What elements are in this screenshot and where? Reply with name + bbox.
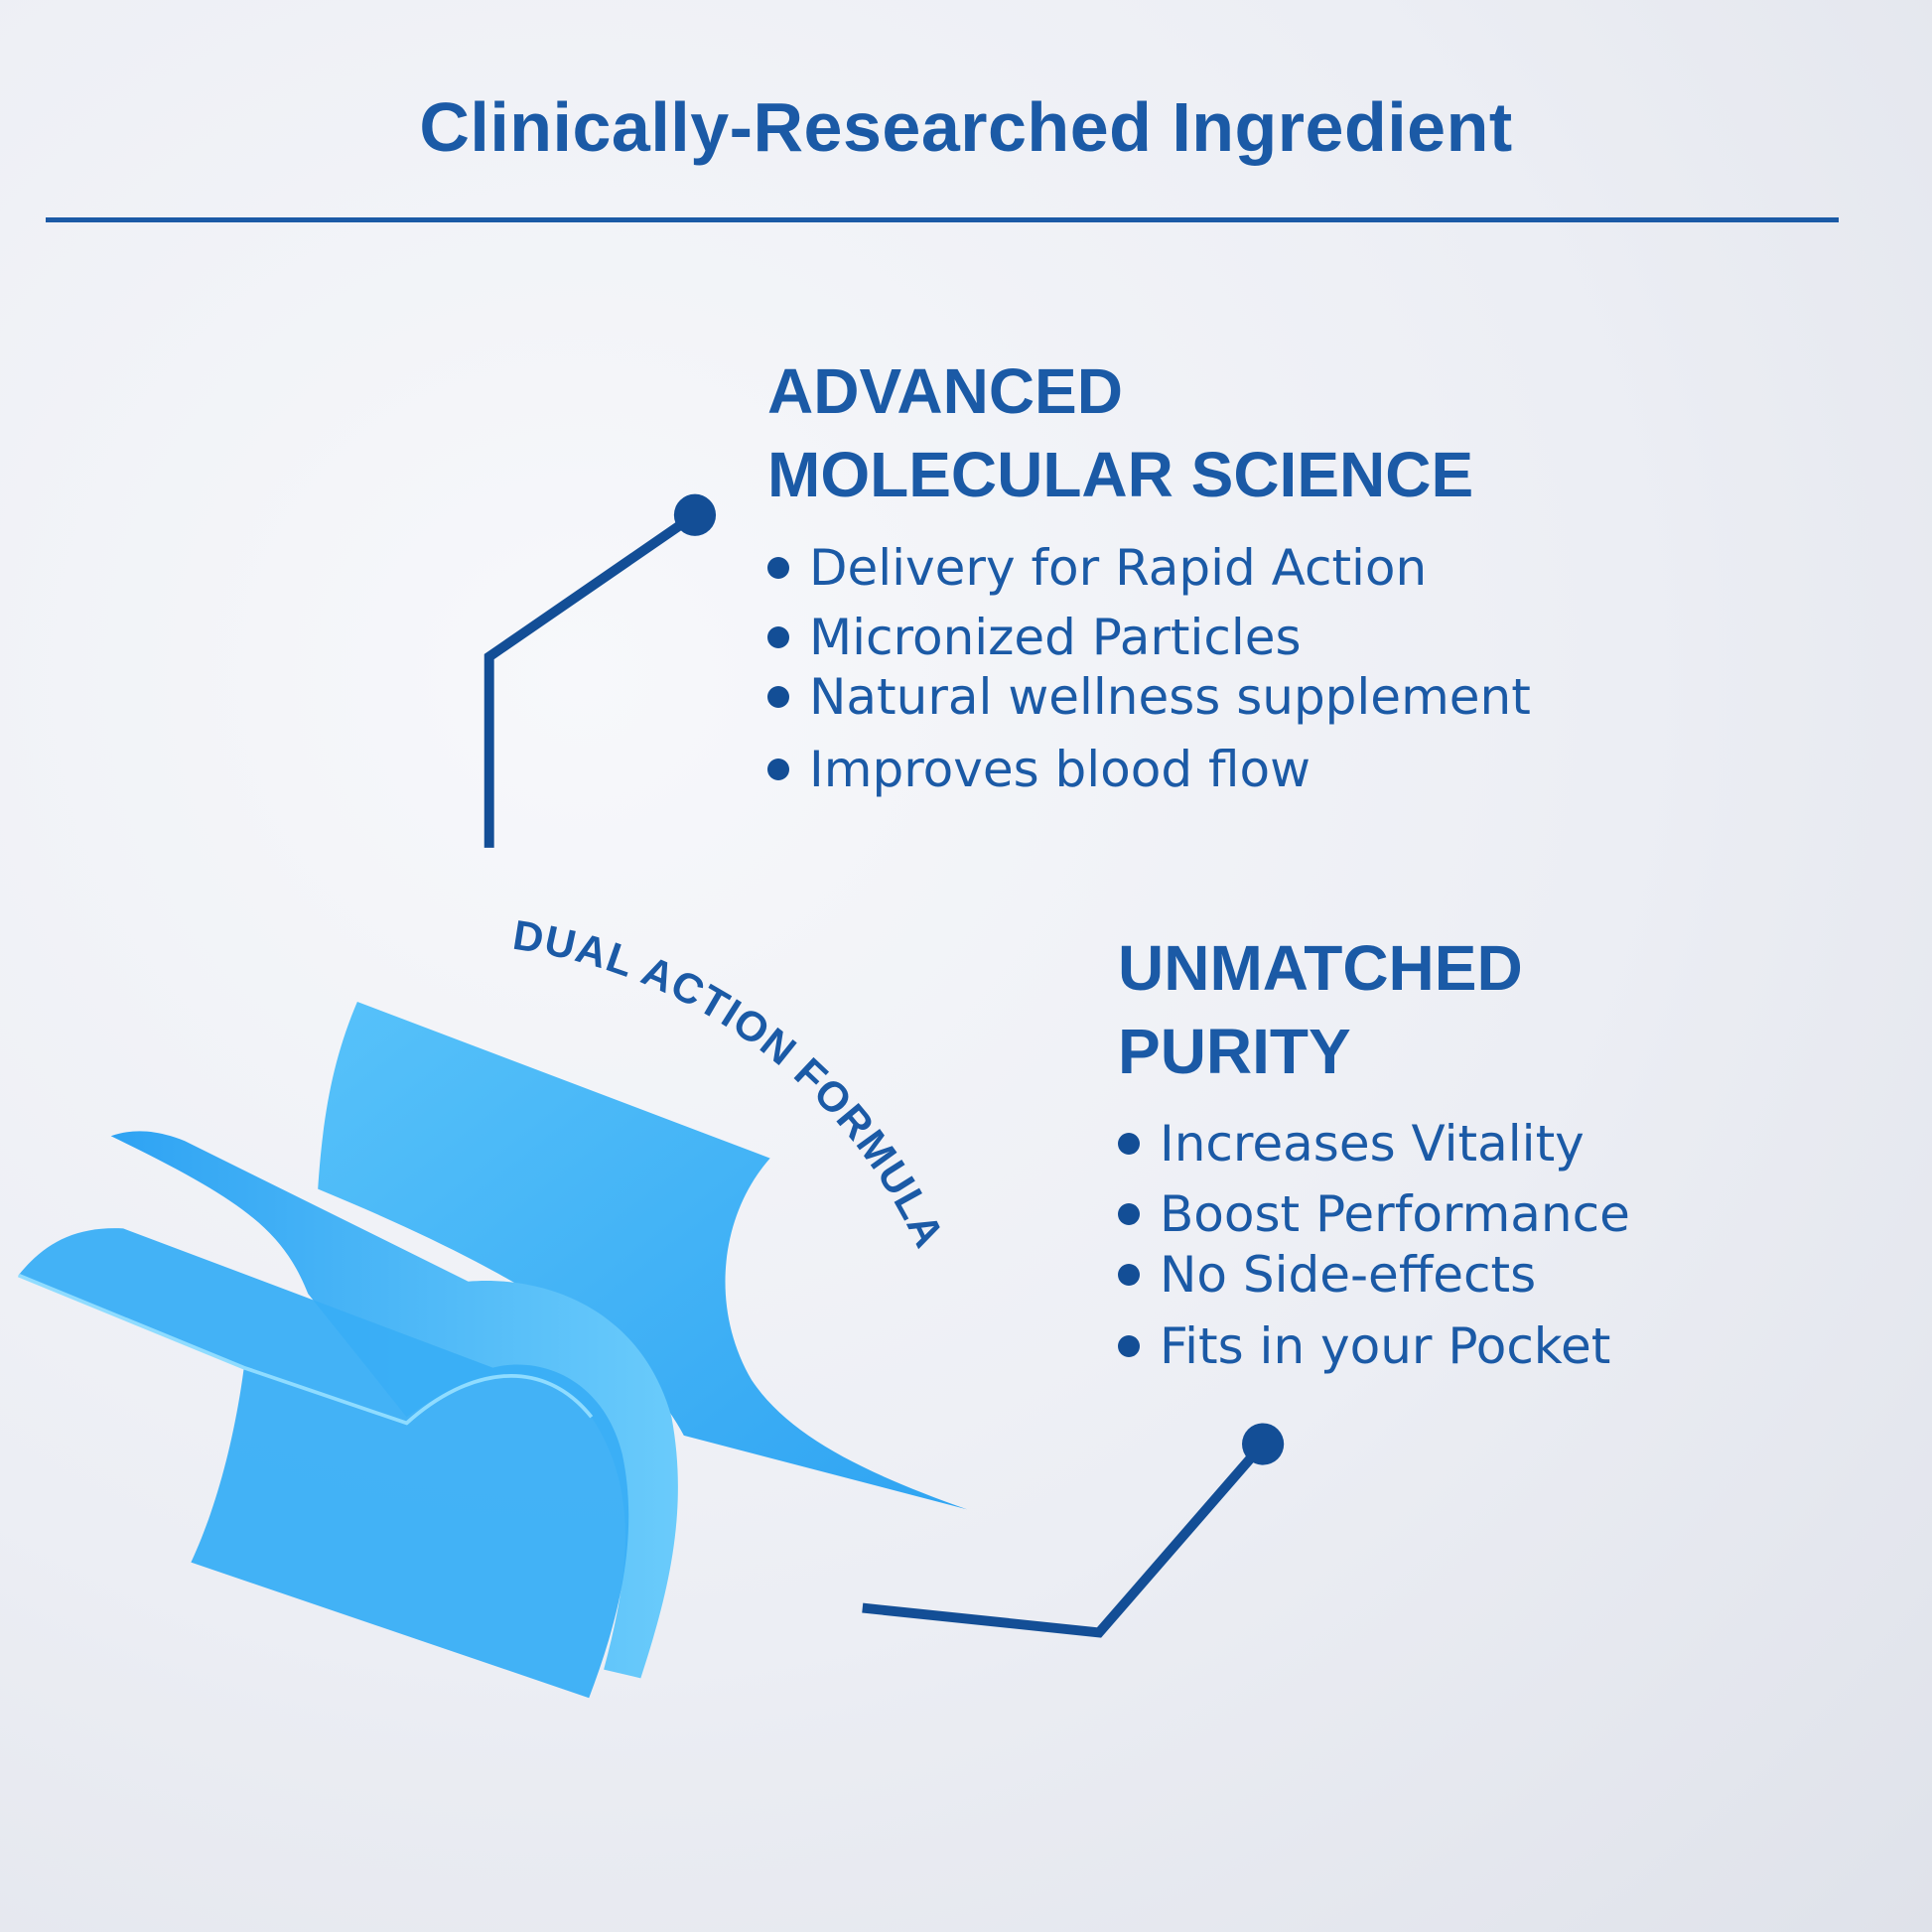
oral-strip-middle xyxy=(110,1131,678,1679)
section-purity-heading: UNMATCHED PURITY xyxy=(1118,926,1523,1093)
bullet-icon xyxy=(1118,1132,1140,1155)
bullet-icon xyxy=(767,685,789,708)
list-item: Natural wellness supplement xyxy=(767,668,1531,726)
connector-top-dot xyxy=(673,493,717,536)
bullet-icon xyxy=(767,625,789,648)
heading-line: ADVANCED xyxy=(767,355,1123,427)
connector-bottom-dot xyxy=(1242,1423,1285,1465)
oral-strip-back xyxy=(318,1001,968,1510)
divider xyxy=(46,217,1839,222)
list-item: No Side-effects xyxy=(1118,1246,1536,1304)
heading-line: MOLECULAR SCIENCE xyxy=(767,439,1474,510)
heading-line: PURITY xyxy=(1118,1016,1351,1087)
bullet-icon xyxy=(767,556,789,579)
oral-strip-front xyxy=(18,1228,629,1699)
list-item: Improves blood flow xyxy=(767,741,1311,798)
bullet-icon xyxy=(1118,1334,1140,1357)
list-item: Boost Performance xyxy=(1118,1185,1630,1243)
list-item: Increases Vitality xyxy=(1118,1115,1585,1173)
bullet-icon xyxy=(1118,1202,1140,1225)
heading-line: UNMATCHED xyxy=(1118,932,1523,1004)
bullet-icon xyxy=(767,758,789,780)
list-item: Fits in your Pocket xyxy=(1118,1317,1610,1375)
page-title: Clinically-Researched Ingredient xyxy=(419,88,1513,166)
connector-bottom xyxy=(862,1441,1267,1638)
bullet-icon xyxy=(1118,1263,1140,1286)
list-item: Delivery for Rapid Action xyxy=(767,539,1427,597)
connector-top xyxy=(483,510,698,848)
list-item: Micronized Particles xyxy=(767,609,1302,666)
section-advanced-heading: ADVANCED MOLECULAR SCIENCE xyxy=(767,349,1473,516)
